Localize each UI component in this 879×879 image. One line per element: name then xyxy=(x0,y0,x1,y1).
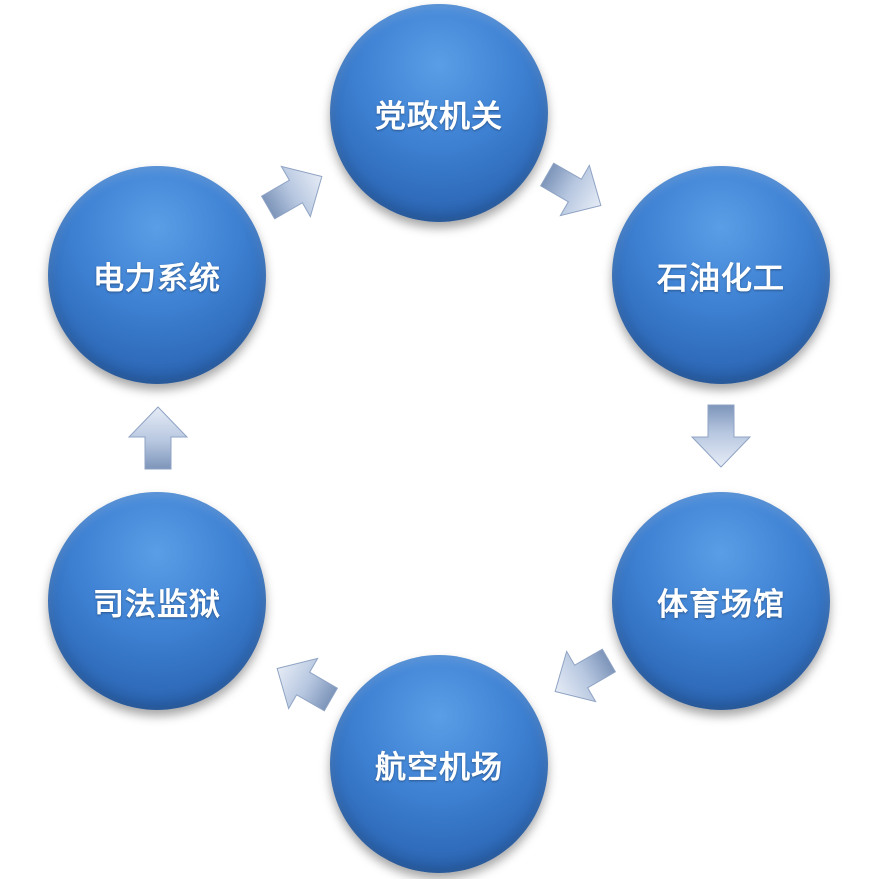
node-label: 电力系统 xyxy=(93,260,221,297)
block-arrow-icon xyxy=(526,142,622,238)
node-label: 体育场馆 xyxy=(657,586,785,623)
node-judicial-prison: 司法监狱 xyxy=(48,492,266,710)
block-arrow-icon xyxy=(256,636,352,732)
block-arrow-icon xyxy=(534,628,630,724)
node-label: 党政机关 xyxy=(375,98,503,135)
node-label: 司法监狱 xyxy=(93,586,221,623)
node-power-system: 电力系统 xyxy=(48,166,266,384)
node-label: 石油化工 xyxy=(657,260,785,297)
node-stadium: 体育场馆 xyxy=(612,492,830,710)
node-party-government: 党政机关 xyxy=(330,4,548,222)
node-airport: 航空机场 xyxy=(330,655,548,873)
node-petrochemical: 石油化工 xyxy=(612,166,830,384)
block-arrow-icon xyxy=(247,144,343,240)
node-label: 航空机场 xyxy=(375,749,503,786)
block-arrow-icon xyxy=(686,401,756,471)
block-arrow-icon xyxy=(123,403,193,473)
